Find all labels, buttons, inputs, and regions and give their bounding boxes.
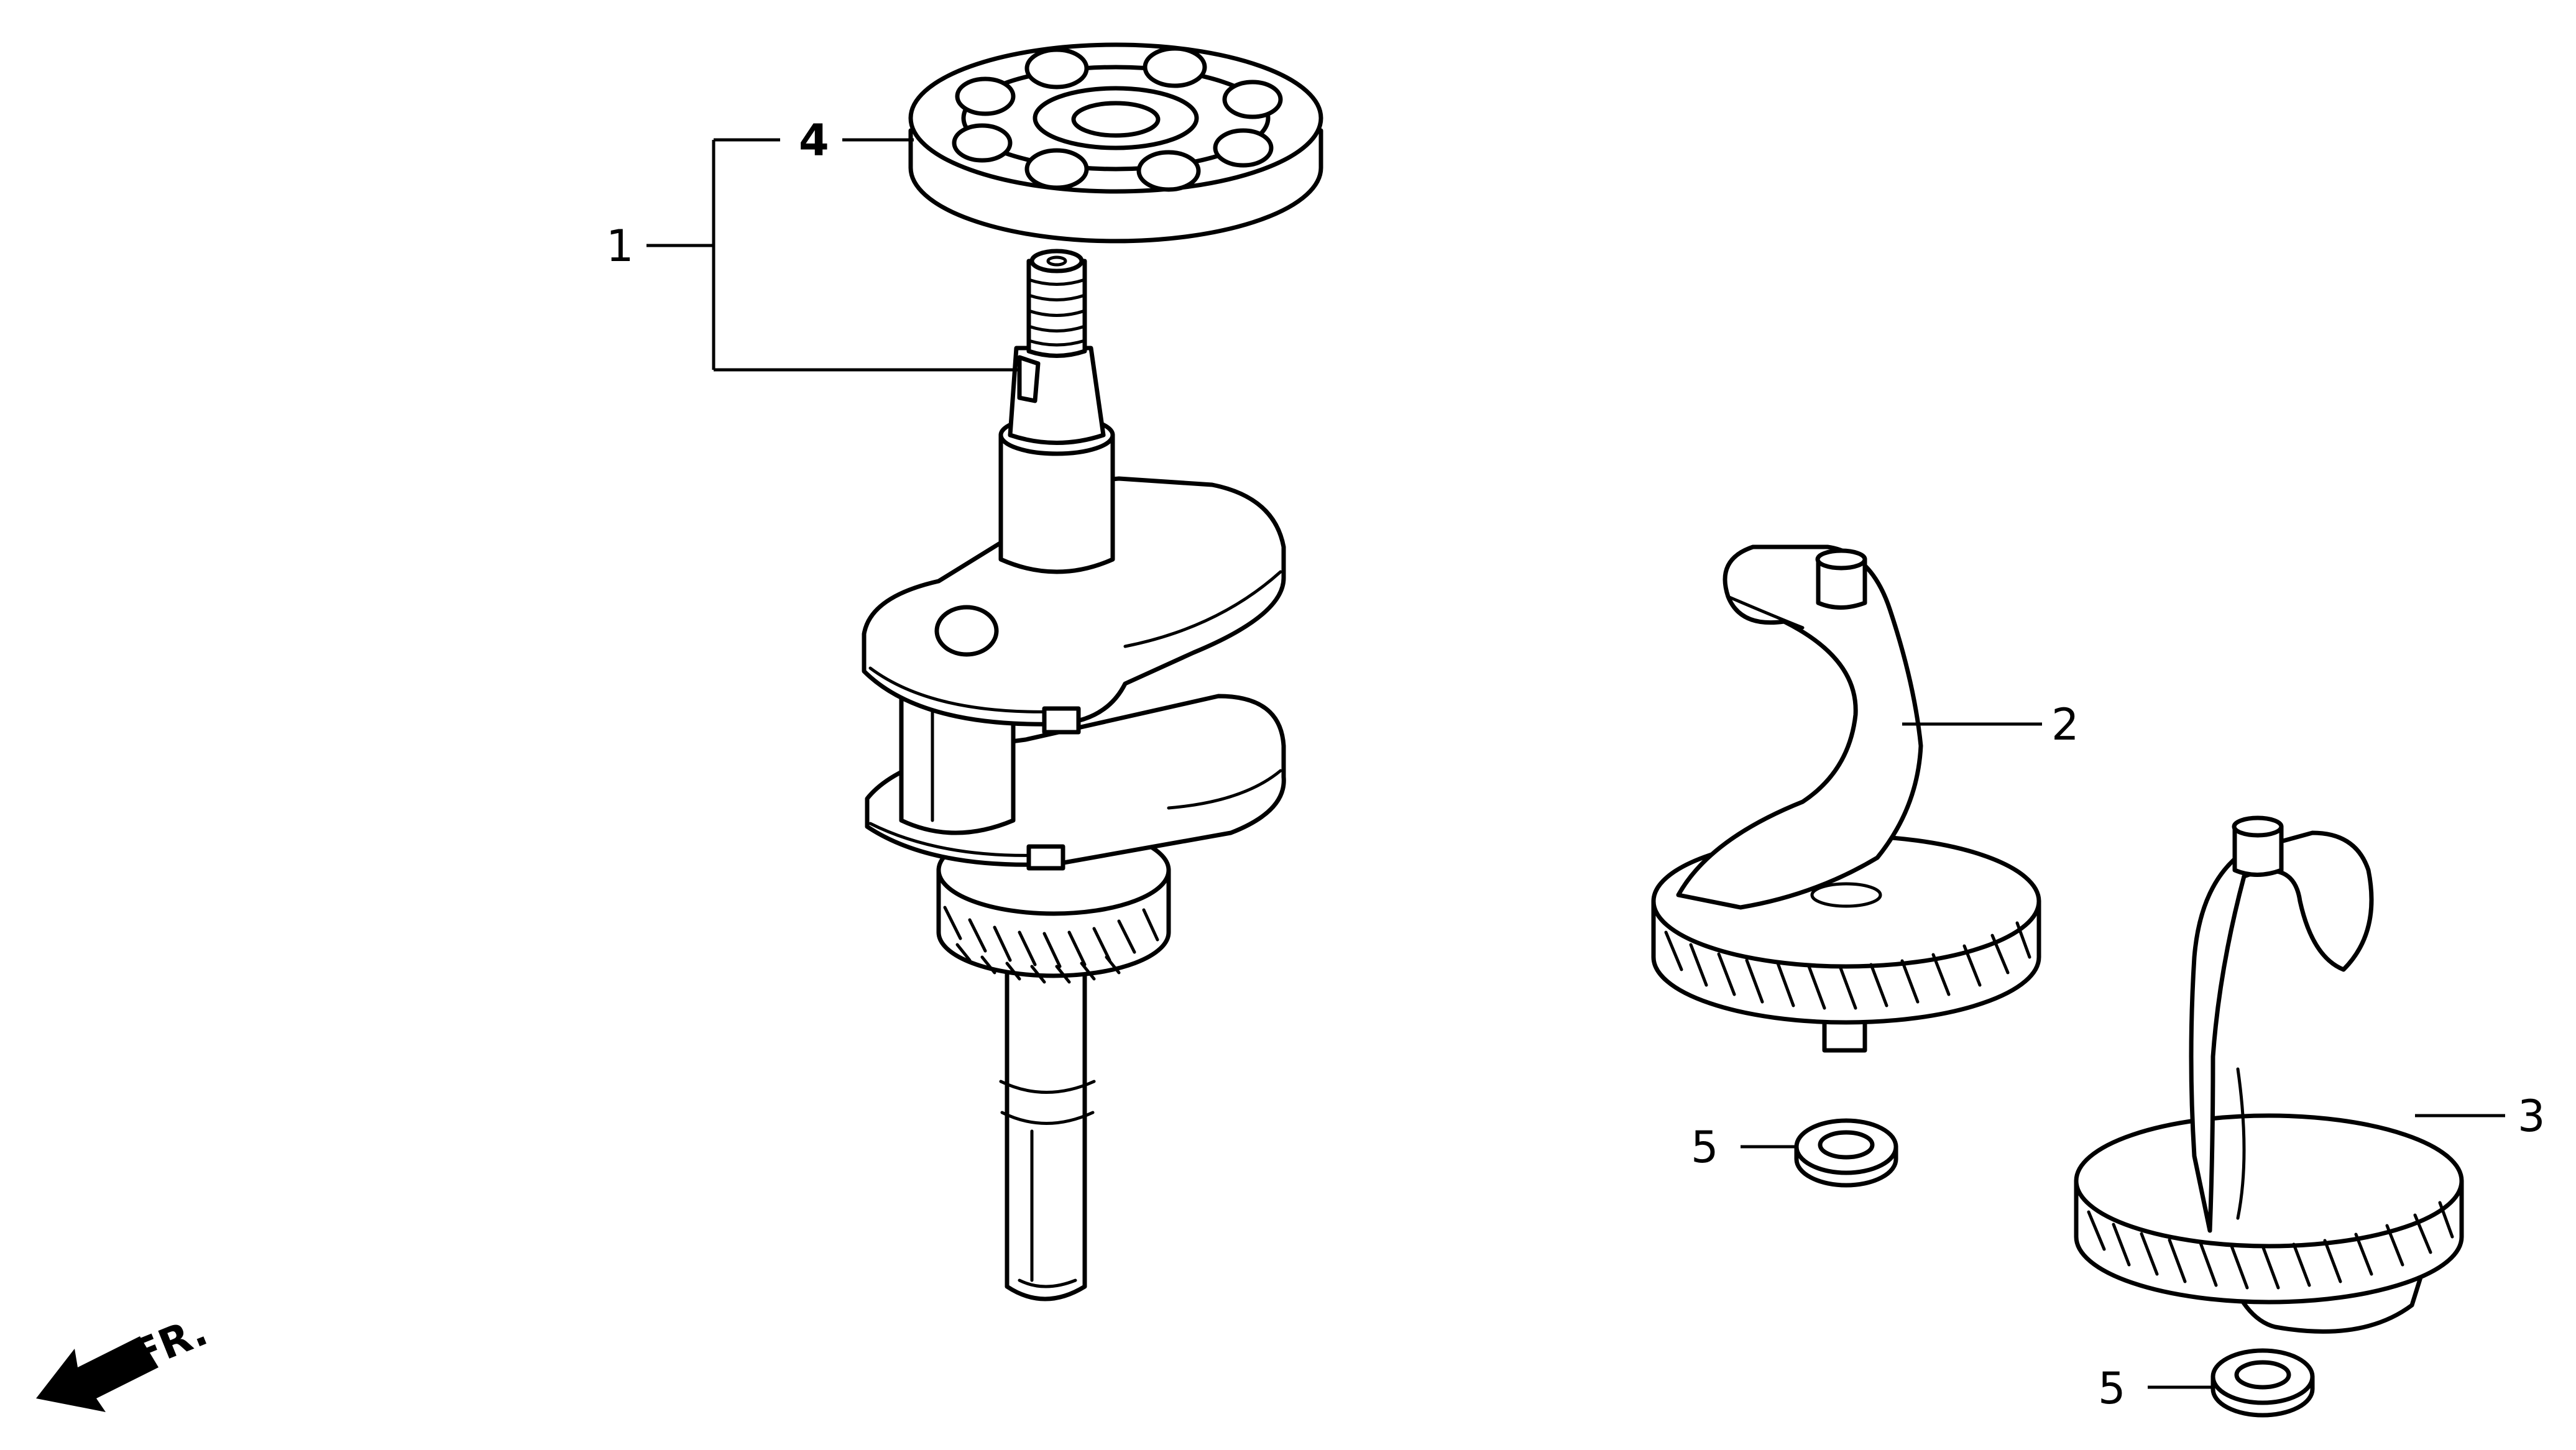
front-direction-label: FR.: [126, 1307, 214, 1380]
leader-lines: [646, 138, 2505, 1389]
front-direction-arrow-icon: [36, 1336, 159, 1412]
washer-lower: [2210, 1348, 2315, 1418]
ball-bearing: [908, 42, 1323, 244]
balancer-weight-upper: [1651, 544, 2041, 1053]
washer-upper: [1794, 1118, 1898, 1188]
callout-2: 2: [2051, 699, 2079, 750]
callout-4: 4: [799, 115, 829, 166]
callout-1: 1: [606, 221, 634, 272]
front-direction-indicator: FR.: [36, 1307, 214, 1412]
callout-3: 3: [2518, 1091, 2546, 1142]
callout-5-upper: 5: [1691, 1122, 1719, 1173]
balancer-weight-lower: [2074, 815, 2464, 1334]
callout-5-lower: 5: [2098, 1363, 2126, 1414]
crankshaft: [862, 249, 1286, 1301]
